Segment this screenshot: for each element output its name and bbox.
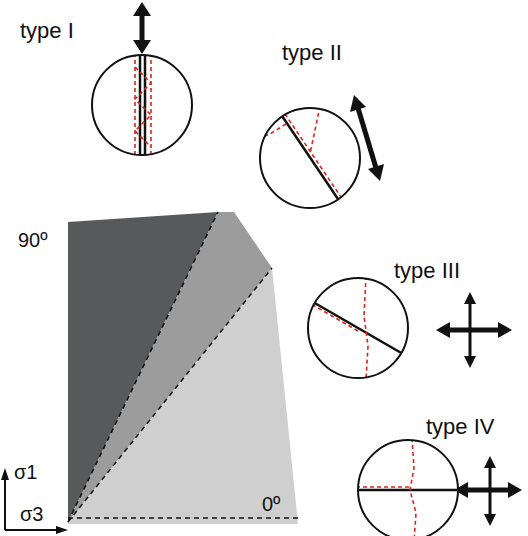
circle-outline — [306, 276, 410, 380]
fracture-stereonet: type IV — [356, 438, 460, 536]
angle-label: 90º — [18, 230, 48, 250]
stress-axis-label: σ1 — [14, 462, 37, 482]
fracture-stereonet: type III — [306, 276, 410, 380]
arrow-head — [464, 356, 476, 368]
dashed-boundary — [68, 212, 218, 522]
stress-axis-label: σ3 — [20, 504, 43, 524]
stress-arrow — [448, 328, 500, 333]
stress-arrow — [469, 302, 472, 358]
fracture-dashed — [150, 53, 152, 157]
dashed-boundary — [68, 268, 272, 522]
circle-outline — [356, 438, 460, 536]
fracture-line — [356, 489, 460, 492]
fracture-line — [306, 298, 410, 358]
stress-arrow — [489, 466, 492, 516]
circle-fill — [358, 440, 458, 536]
circle-border — [358, 440, 458, 536]
arrow-head — [436, 322, 450, 338]
arrow-head — [368, 164, 384, 181]
arrow-head — [133, 2, 151, 16]
fracture-dashed — [260, 124, 286, 138]
type-label: type III — [394, 260, 460, 282]
fracture-group — [356, 438, 460, 536]
angle-label: 0º — [262, 494, 280, 514]
arrow-head — [1, 468, 9, 480]
fracture-dashed — [281, 108, 347, 206]
arrow-head — [484, 456, 496, 468]
arrow-head — [464, 292, 476, 304]
fracture-line — [139, 53, 142, 157]
fracture-line — [278, 110, 344, 208]
fracture-dashed — [364, 276, 368, 380]
arrow-head — [508, 482, 522, 498]
circle-outline — [90, 53, 194, 157]
circle-border — [308, 278, 408, 378]
fracture-dashed — [356, 486, 410, 488]
fracture-dashed — [410, 438, 416, 536]
arrow-head — [133, 40, 151, 54]
light-wedge — [68, 268, 298, 524]
fracture-group — [306, 276, 410, 380]
stress-arrow — [140, 14, 145, 42]
arrow-head — [498, 322, 512, 338]
arrow-head — [350, 95, 366, 112]
fracture-dashed — [135, 67, 151, 147]
type-label: type I — [20, 20, 74, 42]
circle-fill — [92, 55, 192, 155]
fracture-group — [135, 53, 151, 157]
fracture-dashed — [310, 106, 320, 154]
circle-border — [92, 55, 192, 155]
type-label: type IV — [426, 416, 494, 438]
circle-fill — [260, 108, 360, 208]
circle-border — [260, 108, 360, 208]
circle-outline — [258, 106, 362, 210]
arrow-head — [56, 526, 68, 534]
axis-arrow — [4, 478, 6, 530]
fracture-stereonet: type II — [258, 106, 362, 210]
dashed-boundary — [68, 517, 298, 519]
type-label: type II — [282, 42, 342, 64]
arrow-head — [484, 514, 496, 526]
fracture-stereonet: type I — [90, 53, 194, 157]
axis-arrow — [5, 529, 58, 531]
